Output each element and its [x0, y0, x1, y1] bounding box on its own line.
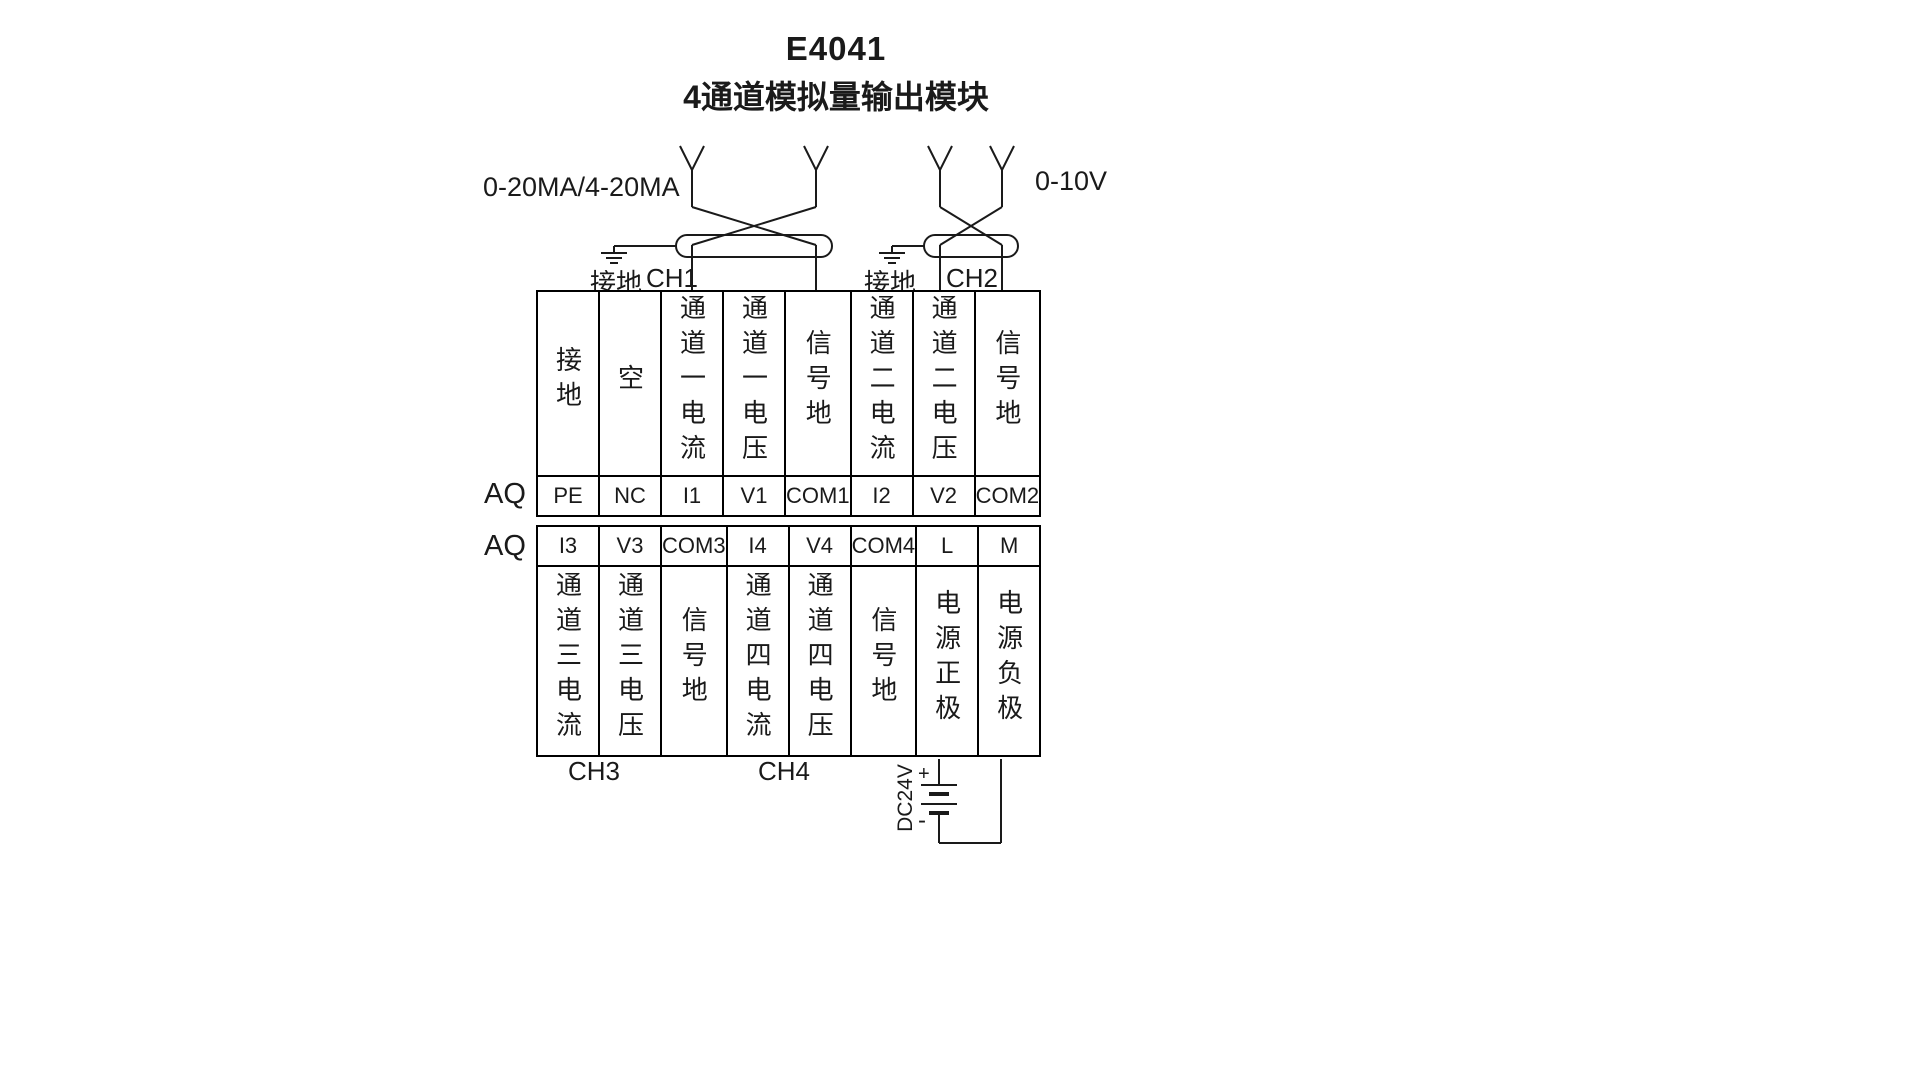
channel-header-cell: 信号地 [973, 290, 1042, 477]
channel-header-row: 接地 空 通道一电流 通道一电压 信号地 通道二电流 通道二电压 信号地 [536, 290, 1042, 477]
ground-icon-ch1 [601, 245, 676, 264]
channel-header-cell: 通道三电压 [598, 565, 662, 757]
terminal-cell: V3 [598, 525, 662, 567]
channel-header-cell: 通道二电压 [911, 290, 976, 477]
terminal-cell: V2 [911, 475, 976, 517]
channel-header-cell: 通道一电压 [722, 290, 786, 477]
channel-header-cell: 通道四电压 [787, 565, 852, 757]
wire-arrow-icon [803, 145, 829, 173]
channel-header-cell: 空 [598, 290, 662, 477]
voltage-range-label: 0-10V [1035, 166, 1108, 196]
power-circuit [921, 759, 1002, 844]
terminal-row: PE NC I1 V1 COM1 I2 V2 COM2 [536, 475, 1042, 517]
terminal-cell: PE [536, 475, 600, 517]
channel-header-cell: 电源负极 [977, 565, 1042, 757]
terminal-cell: V1 [722, 475, 786, 517]
terminal-cell: I3 [536, 525, 600, 567]
terminal-row: I3 V3 COM3 I4 V4 COM4 L M [536, 525, 1042, 567]
module-model: E4041 [785, 30, 887, 67]
battery-icon [921, 784, 957, 815]
terminal-cell: V4 [787, 525, 852, 567]
battery-minus-label: - [918, 807, 926, 834]
battery-plus-label: + [918, 763, 930, 785]
terminal-table-bottom: I3 V3 COM3 I4 V4 COM4 L M 通道三电流 通道三电压 信号… [536, 525, 1042, 757]
cable-shield-ch2 [923, 234, 1019, 258]
current-range-label: 0-20MA/4-20MA [483, 172, 680, 202]
wire-arrow-icon [927, 145, 953, 173]
terminal-cell: I4 [725, 525, 790, 567]
terminal-cell: COM1 [784, 475, 852, 517]
terminal-cell: COM3 [660, 525, 728, 567]
channel-header-cell: 信号地 [849, 565, 918, 757]
channel-header-row: 通道三电流 通道三电压 信号地 通道四电流 通道四电压 信号地 电源正极 电源负… [536, 565, 1042, 757]
terminal-cell: COM2 [973, 475, 1042, 517]
module-description: 4通道模拟量输出模块 [683, 79, 989, 115]
dc24v-label: DC24V [894, 764, 917, 832]
channel-header-cell: 通道二电流 [849, 290, 914, 477]
aq-label-bottom: AQ [484, 530, 526, 562]
ch2-label: CH2 [946, 263, 999, 293]
cable-shield-ch1 [675, 234, 833, 258]
terminal-cell: NC [598, 475, 662, 517]
ground-icon-ch2 [879, 245, 924, 264]
wire-arrow-icon [679, 145, 705, 173]
wire-arrow-icon [989, 145, 1015, 173]
ch4-label: CH4 [758, 756, 811, 786]
terminal-cell: I1 [660, 475, 724, 517]
channel-header-cell: 信号地 [784, 290, 852, 477]
channel-header-cell: 通道四电流 [725, 565, 790, 757]
terminal-cell: L [915, 525, 980, 567]
aq-label-top: AQ [484, 478, 526, 510]
page-title: E4041 4通道模拟量输出模块 [436, 30, 1236, 118]
terminal-cell: I2 [849, 475, 914, 517]
channel-header-cell: 电源正极 [915, 565, 980, 757]
channel-header-cell: 通道三电流 [536, 565, 600, 757]
terminal-cell: M [977, 525, 1042, 567]
ch1-label: CH1 [646, 263, 699, 293]
channel-header-cell: 接地 [536, 290, 600, 477]
channel-header-cell: 信号地 [660, 565, 728, 757]
terminal-table-top: 接地 空 通道一电流 通道一电压 信号地 通道二电流 通道二电压 信号地 PE … [536, 290, 1042, 517]
twisted-pair-ch1 [675, 145, 833, 291]
ch3-label: CH3 [568, 756, 621, 786]
twisted-pair-ch2 [923, 145, 1019, 291]
terminal-cell: COM4 [849, 525, 918, 567]
channel-header-cell: 通道一电流 [660, 290, 724, 477]
